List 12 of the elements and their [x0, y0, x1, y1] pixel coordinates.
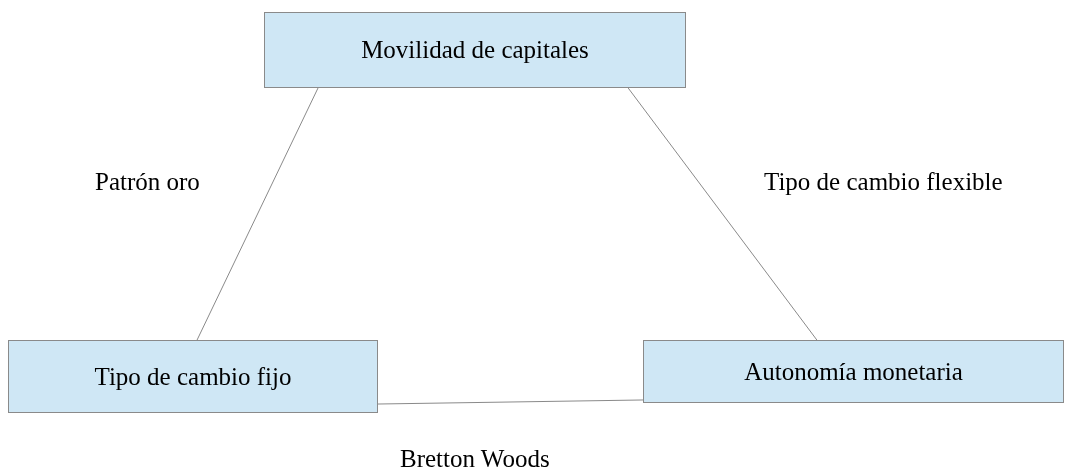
- box-text: Autonomía monetaria: [744, 357, 963, 386]
- box-text: Movilidad de capitales: [361, 36, 589, 64]
- connector-line: [627, 87, 818, 341]
- edge-label: Bretton Woods: [400, 445, 550, 473]
- process-box: [8, 340, 378, 413]
- process-box: [643, 340, 1064, 403]
- process-box: [264, 12, 686, 88]
- connector-line: [377, 399, 644, 405]
- box-text: Tipo de cambio fijo: [94, 362, 292, 391]
- connector-line: [196, 87, 319, 341]
- edge-label: Patrón oro: [95, 168, 200, 196]
- edge-label: Tipo de cambio flexible: [764, 168, 1003, 196]
